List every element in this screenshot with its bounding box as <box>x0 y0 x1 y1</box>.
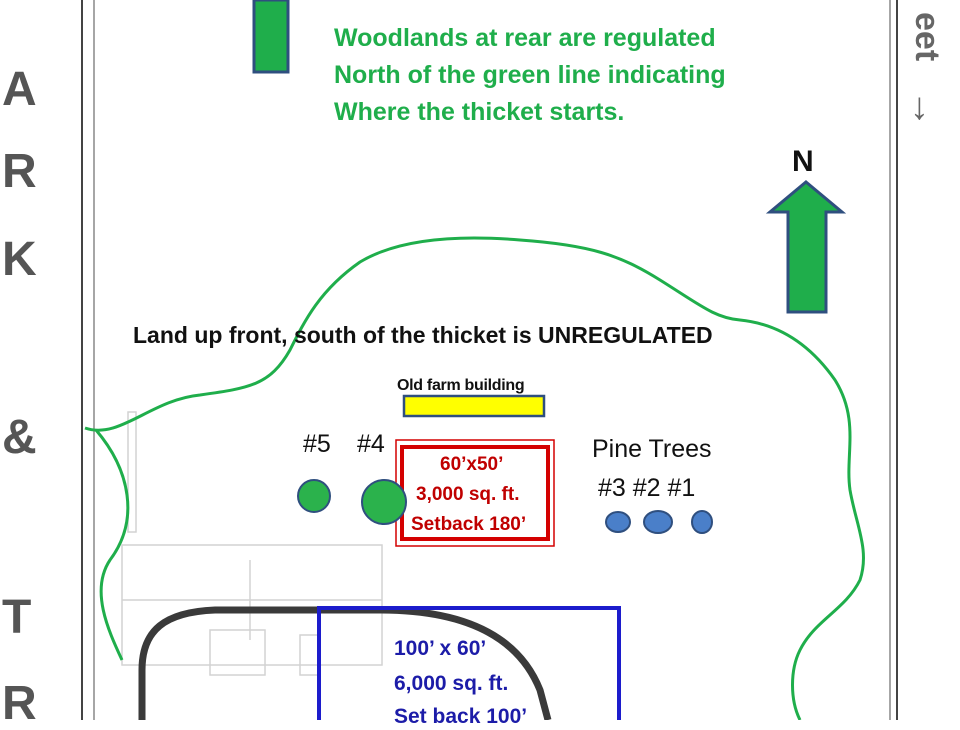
tree-5 <box>297 479 331 513</box>
woodlands-note-line-1: Woodlands at rear are regulated <box>334 24 716 52</box>
large-building-outline <box>317 606 621 720</box>
pine-tree-1 <box>691 510 713 534</box>
tree-4 <box>361 479 407 525</box>
woodlands-note-line-2: North of the green line indicating <box>334 61 726 89</box>
margin-letter-a: A <box>2 63 37 116</box>
tree-5-label: #5 <box>303 430 331 458</box>
margin-letter-t: T <box>2 591 32 644</box>
margin-letter-k: K <box>2 233 37 286</box>
margin-right-text: eet <box>908 12 946 62</box>
thicket-boundary-line-left <box>94 429 130 661</box>
woodlands-note-line-3: Where the thicket starts. <box>334 98 625 126</box>
margin-letter-ampersand: & <box>2 411 37 464</box>
large-building-setback: Set back 100’ <box>394 705 528 728</box>
north-label: N <box>792 145 814 178</box>
tree-4-label: #4 <box>357 430 385 458</box>
thicket-boundary-line <box>84 236 865 720</box>
faint-background-sketch <box>121 411 383 676</box>
small-building-setback: Setback 180’ <box>411 514 527 535</box>
margin-right-arrow: ↓ <box>910 86 929 128</box>
pine-tree-2 <box>643 510 673 534</box>
pine-trees-title: Pine Trees <box>592 435 712 463</box>
large-building-area: 6,000 sq. ft. <box>394 672 509 695</box>
unregulated-note: Land up front, south of the thicket is U… <box>133 322 713 348</box>
pine-tree-3 <box>605 511 631 533</box>
small-building-area: 3,000 sq. ft. <box>416 484 520 505</box>
old-farm-label: Old farm building <box>397 377 525 394</box>
green-indicator-bar <box>252 0 290 74</box>
large-building-dimensions: 100’ x 60’ <box>394 637 487 660</box>
driveway-loop <box>138 606 552 720</box>
margin-letter-r: R <box>2 145 37 198</box>
north-arrow <box>765 180 847 314</box>
small-building-dimensions: 60’x50’ <box>440 454 504 475</box>
pine-trees-numbers: #3 #2 #1 <box>598 474 696 502</box>
old-farm-building <box>402 394 546 418</box>
margin-letter-r2: R <box>2 677 37 730</box>
